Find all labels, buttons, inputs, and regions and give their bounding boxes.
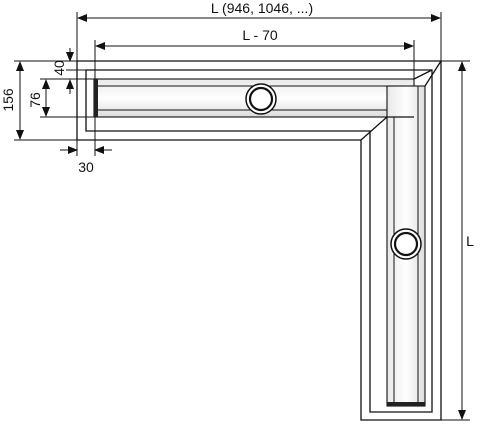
dim-channel-width: 76 (27, 79, 50, 117)
svg-text:L (946, 1046, ...): L (946, 1046, ...) (211, 0, 313, 16)
dim-overall-width: L (946, 1046, ...) (77, 0, 441, 22)
drain-body (76, 60, 442, 421)
svg-text:L: L (466, 233, 474, 249)
dim-inner-width: L - 70 (95, 27, 414, 50)
outlet-vertical-icon (390, 228, 422, 260)
dim-overall-depth: 156 (0, 61, 24, 140)
svg-text:156: 156 (0, 88, 16, 112)
svg-text:76: 76 (27, 92, 43, 108)
dim-side-offset: 30 (60, 146, 112, 175)
svg-text:L - 70: L - 70 (242, 27, 277, 43)
svg-text:30: 30 (78, 159, 94, 175)
dim-leg-length: L (458, 61, 474, 420)
svg-text:40: 40 (51, 60, 67, 76)
outlet-horizontal-icon (245, 83, 277, 115)
dim-top-offset: 40 (51, 48, 74, 94)
inner-frame (85, 69, 433, 413)
